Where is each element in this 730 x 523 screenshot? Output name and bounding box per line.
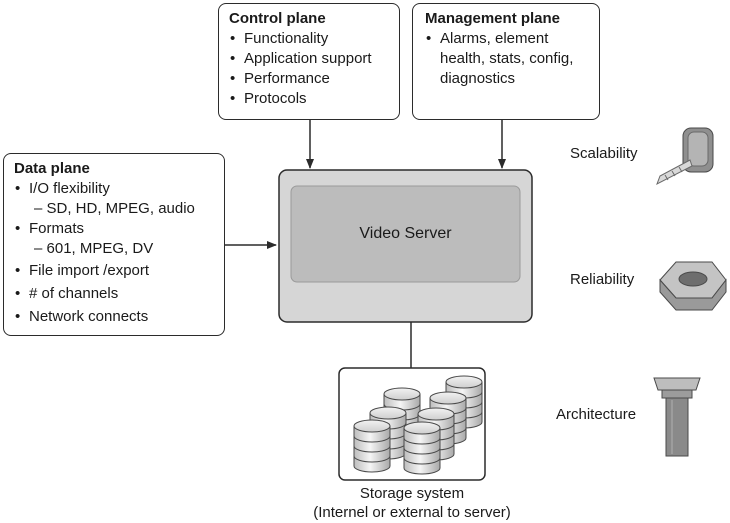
list-item: Alarms, element health, stats, config, d… (425, 29, 587, 89)
storage-system-sublabel: (Internel or external to server) (313, 504, 511, 521)
video-server-screen (290, 185, 521, 283)
control-plane-title: Control plane (229, 10, 326, 27)
list-item: Functionality (229, 29, 389, 49)
list-item: – 601, MPEG, DV (34, 240, 154, 257)
storage-system-label: Storage system (359, 485, 465, 502)
list-item: I/O flexibility (14, 179, 214, 199)
hex-nut-icon (659, 261, 727, 311)
data-plane-list: I/O flexibility – SD, HD, MPEG, audio Fo… (14, 179, 214, 327)
data-plane-box: Data plane I/O flexibility – SD, HD, MPE… (3, 153, 225, 336)
control-plane-list: Functionality Application support Perfor… (229, 29, 389, 109)
reliability-label: Reliability (570, 271, 635, 288)
architecture-label: Architecture (556, 406, 637, 423)
list-item: Network connects (14, 307, 214, 327)
list-item: Formats (14, 219, 214, 239)
management-plane-list: Alarms, element health, stats, config, d… (425, 29, 587, 89)
disk-stack-icon (353, 375, 483, 475)
list-item: Application support (229, 49, 389, 69)
list-item: File import /export (14, 261, 214, 281)
list-item: Performance (229, 69, 389, 89)
list-item: Protocols (229, 89, 389, 109)
data-plane-title: Data plane (14, 160, 90, 177)
list-item: – SD, HD, MPEG, audio (34, 200, 195, 217)
control-plane-box: Control plane Functionality Application … (218, 3, 400, 120)
scalability-label: Scalability (570, 145, 638, 162)
video-server-label: Video Server (359, 225, 452, 242)
column-icon (653, 377, 701, 457)
list-item: # of channels (14, 284, 214, 304)
management-plane-box: Management plane Alarms, element health,… (412, 3, 600, 120)
tape-measure-icon (656, 127, 714, 186)
management-plane-title: Management plane (425, 10, 561, 27)
